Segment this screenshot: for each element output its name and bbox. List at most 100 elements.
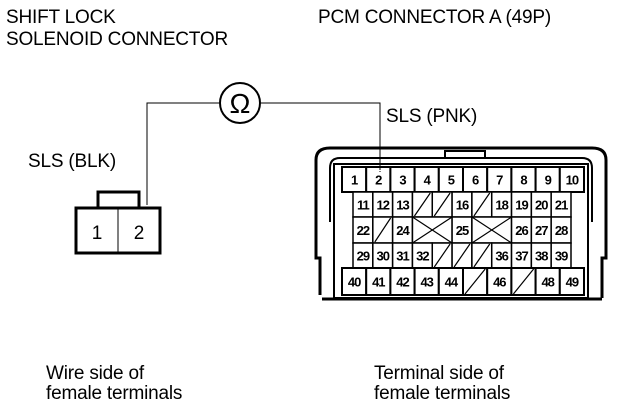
pcm-pin-38: 38 xyxy=(530,242,552,269)
shift-lock-connector: 1 2 xyxy=(74,190,162,255)
pcm-pin-46: 46 xyxy=(486,267,513,296)
pcm-pin-label: 11 xyxy=(357,198,370,213)
pcm-pin-41: 41 xyxy=(365,267,392,296)
blank-cavity xyxy=(411,191,434,218)
pcm-pin-18: 18 xyxy=(490,191,513,218)
pcm-pin-4: 4 xyxy=(413,166,440,193)
pcm-pin-22: 22 xyxy=(352,216,374,244)
pcm-pin-label: 16 xyxy=(456,198,469,213)
pcm-pin-label: 37 xyxy=(515,249,528,264)
pcm-pin-9: 9 xyxy=(534,166,561,193)
pcm-pin-5: 5 xyxy=(437,166,464,193)
pcm-pin-28: 28 xyxy=(550,216,572,244)
pcm-pin-label: 20 xyxy=(535,198,548,213)
pcm-pin-label: 7 xyxy=(496,173,503,188)
pcm-pin-11: 11 xyxy=(352,191,374,218)
blank-cavity-wide xyxy=(411,216,453,244)
pcm-pin-21: 21 xyxy=(550,191,572,218)
pcm-pin-3: 3 xyxy=(389,166,416,193)
pcm-pin-48: 48 xyxy=(534,267,561,296)
pcm-pin-label: 21 xyxy=(555,198,568,213)
pcm-pin-label: 40 xyxy=(348,275,361,290)
pcm-pin-label: 9 xyxy=(545,173,552,188)
pcm-pin-label: 26 xyxy=(515,223,528,238)
pcm-pin-36: 36 xyxy=(490,242,513,269)
pcm-pin-label: 48 xyxy=(541,275,554,290)
pcm-pin-7: 7 xyxy=(486,166,513,193)
pcm-pin-8: 8 xyxy=(510,166,537,193)
pcm-pin-49: 49 xyxy=(558,267,585,296)
pcm-pin-label: 29 xyxy=(357,249,370,264)
test-lead-left xyxy=(146,102,219,205)
shift-lock-pin-2: 2 xyxy=(134,223,145,244)
left-caption-line2: female terminals xyxy=(46,383,183,404)
pcm-pin-label: 25 xyxy=(456,223,469,238)
pcm-pin-label: 43 xyxy=(420,275,433,290)
pcm-connector-housing xyxy=(314,146,608,301)
pcm-pin-20: 20 xyxy=(530,191,552,218)
pcm-pin-16: 16 xyxy=(451,191,473,218)
pcm-pin-label: 5 xyxy=(448,173,455,188)
pcm-pin-label: 1 xyxy=(351,173,358,188)
pcm-pin-label: 3 xyxy=(399,173,406,188)
pcm-pin-label: 31 xyxy=(396,249,409,264)
pcm-pin-label: 8 xyxy=(520,173,527,188)
pcm-pin-25: 25 xyxy=(451,216,473,244)
pcm-pin-6: 6 xyxy=(462,166,489,193)
pcm-pin-27: 27 xyxy=(530,216,552,244)
pcm-connector-title: PCM CONNECTOR A (49P) xyxy=(318,7,551,28)
pcm-pin-label: 30 xyxy=(376,249,389,264)
pcm-pin-label: 13 xyxy=(396,198,409,213)
pcm-pin-label: 42 xyxy=(396,275,409,290)
pcm-pin-label: 49 xyxy=(566,275,579,290)
pcm-pin-39: 39 xyxy=(550,242,572,269)
pcm-pin-10: 10 xyxy=(558,166,585,193)
pcm-pin-label: 6 xyxy=(472,173,479,188)
wire-label-right: SLS (PNK) xyxy=(386,106,478,127)
pcm-pin-24: 24 xyxy=(391,216,414,244)
pcm-pin-label: 32 xyxy=(416,249,429,264)
pcm-pin-label: 19 xyxy=(515,198,528,213)
blank-cavity xyxy=(431,242,453,269)
pcm-pin-label: 18 xyxy=(495,198,508,213)
pcm-pin-label: 39 xyxy=(555,249,568,264)
blank-cavity xyxy=(462,267,489,296)
pcm-pin-label: 2 xyxy=(375,173,382,188)
blank-cavity xyxy=(510,267,537,296)
pcm-pin-label: 28 xyxy=(555,223,568,238)
pcm-pin-43: 43 xyxy=(413,267,440,296)
pcm-pin-13: 13 xyxy=(391,191,414,218)
left-caption-line1: Wire side of xyxy=(46,363,144,384)
pcm-pin-label: 41 xyxy=(372,275,385,290)
pcm-pin-42: 42 xyxy=(389,267,416,296)
pcm-pin-label: 12 xyxy=(376,198,389,213)
blank-cavity xyxy=(471,242,493,269)
pcm-pin-32: 32 xyxy=(411,242,434,269)
pcm-pin-label: 24 xyxy=(396,223,410,238)
pcm-pin-30: 30 xyxy=(372,242,394,269)
pcm-pin-26: 26 xyxy=(510,216,533,244)
pcm-pin-2: 2 xyxy=(365,166,392,193)
pcm-pin-label: 36 xyxy=(495,249,508,264)
right-caption-line2: female terminals xyxy=(374,383,511,404)
pcm-pin-label: 46 xyxy=(493,275,506,290)
ohm-symbol: Ω xyxy=(230,88,251,119)
ohmmeter-icon: Ω xyxy=(219,82,261,124)
pcm-pin-label: 27 xyxy=(535,223,548,238)
blank-cavity-wide xyxy=(471,216,513,244)
blank-cavity xyxy=(471,191,493,218)
pcm-pin-44: 44 xyxy=(437,267,464,296)
shift-lock-title-line1: SHIFT LOCK xyxy=(6,7,116,28)
blank-cavity xyxy=(451,242,473,269)
pcm-pin-label: 10 xyxy=(566,173,579,188)
blank-cavity xyxy=(431,191,453,218)
wire-label-left: SLS (BLK) xyxy=(28,151,116,172)
pcm-pin-29: 29 xyxy=(352,242,374,269)
pcm-pin-label: 38 xyxy=(535,249,548,264)
right-caption-line1: Terminal side of xyxy=(374,363,504,384)
pcm-pin-31: 31 xyxy=(391,242,414,269)
pcm-pin-19: 19 xyxy=(510,191,533,218)
pcm-pin-label: 4 xyxy=(424,173,432,188)
